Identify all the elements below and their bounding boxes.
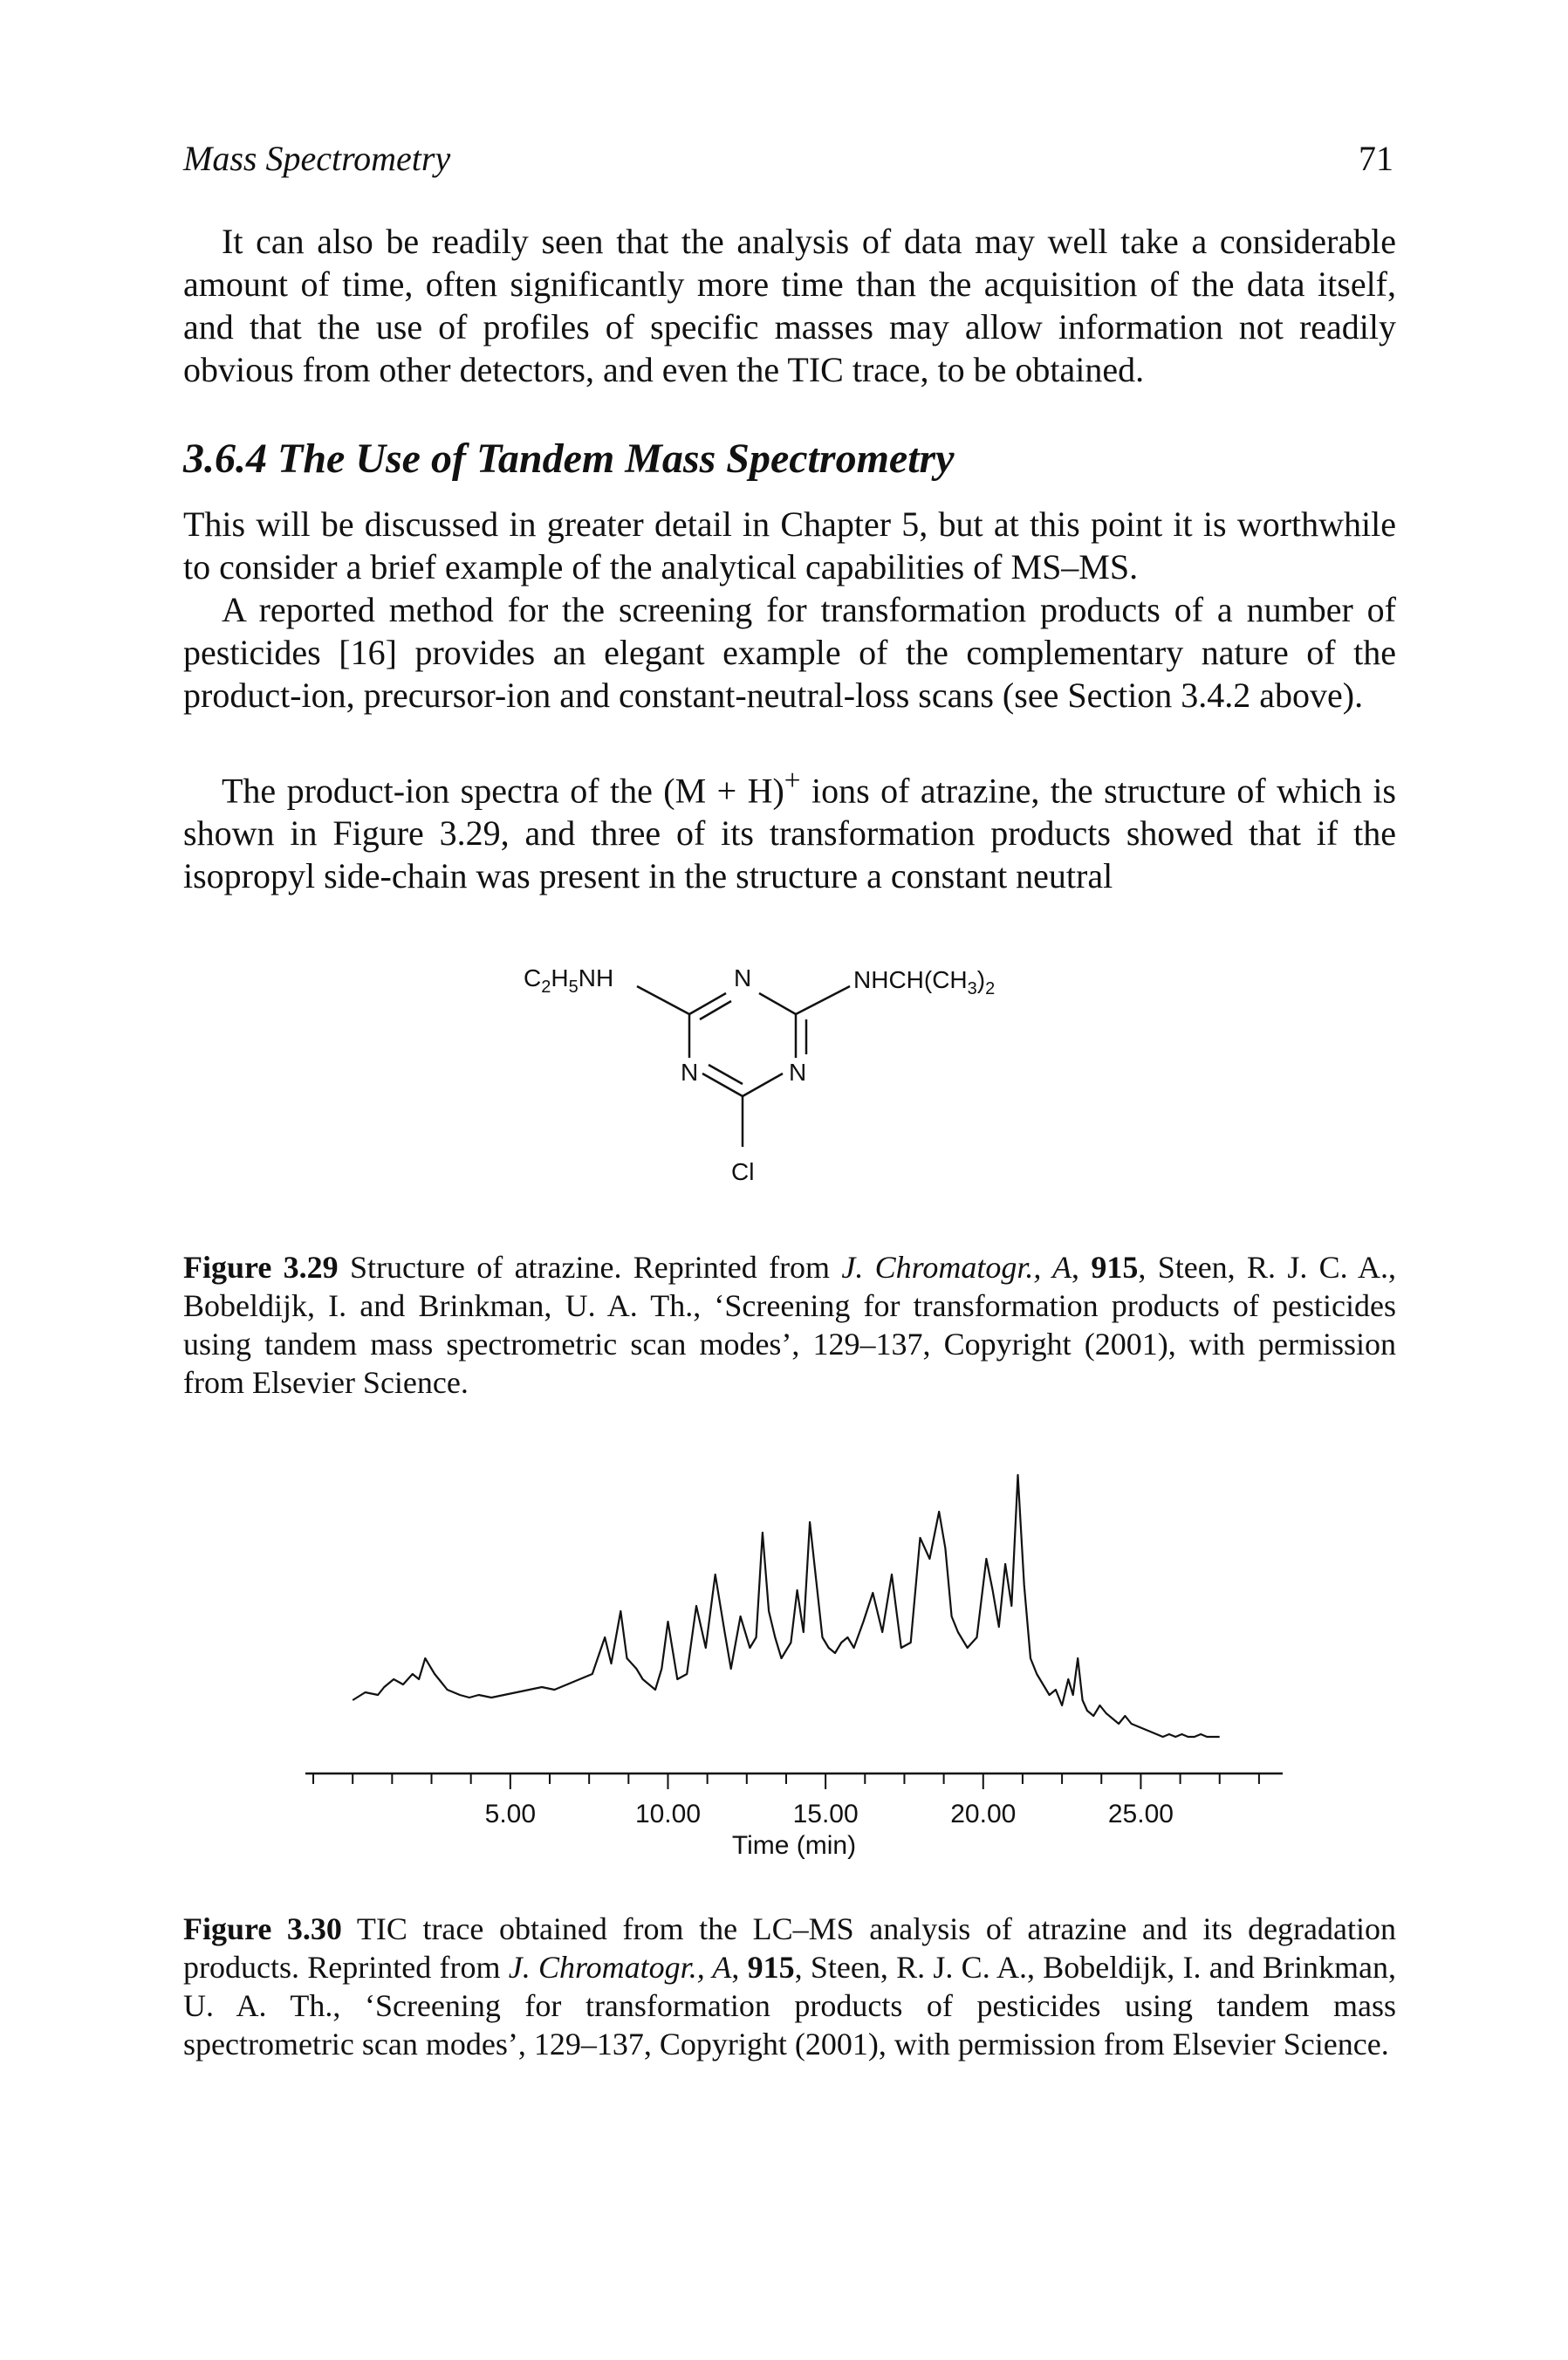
x-tick-label: 25.00 <box>1108 1800 1174 1828</box>
left-substituent-label: C2H5NH <box>524 964 613 997</box>
p4-superscript: + <box>784 765 801 797</box>
x-axis-title: Time (min) <box>732 1831 856 1860</box>
paragraph-section-intro: This will be discussed in greater detail… <box>183 504 1396 587</box>
ring-nitrogen-left: N <box>681 1059 698 1086</box>
running-head-title: Mass Spectrometry <box>183 139 451 178</box>
figure-3-30-label: Figure 3.30 <box>183 1911 342 1946</box>
ring-nitrogen-top: N <box>734 964 751 991</box>
triazine-ring-bonds <box>636 984 851 1147</box>
paragraph-screening-method: A reported method for the screening for … <box>183 590 1396 715</box>
figure-3-29-label: Figure 3.29 <box>183 1250 339 1285</box>
ring-nitrogen-right: N <box>789 1059 806 1086</box>
paragraph-product-ion: The product-ion spectra of the (M + H)+ … <box>183 759 1396 897</box>
x-tick-label: 10.00 <box>635 1800 701 1828</box>
tic-axis: 5.00 10.00 15.00 20.00 25.00 <box>305 1772 1283 1828</box>
atrazine-structure-figure: C2H5NH N NHCH(CH3)2 N N Cl <box>524 964 995 1185</box>
p4-text-after: ions of atrazine, the structure of which… <box>183 771 1397 896</box>
paragraph-intro: It can also be readily seen that the ana… <box>183 222 1396 389</box>
tic-trace <box>352 1473 1220 1739</box>
chlorine-label: Cl <box>731 1158 754 1185</box>
p4-text-before: The product-ion spectra of the (M + H) <box>222 771 784 811</box>
right-substituent-label: NHCH(CH3)2 <box>853 966 995 998</box>
section-heading: 3.6.4 The Use of Tandem Mass Spectrometr… <box>183 436 955 482</box>
x-tick-label: 15.00 <box>793 1800 859 1828</box>
x-tick-label: 20.00 <box>950 1800 1016 1828</box>
x-tick-label: 5.00 <box>485 1800 536 1828</box>
page-number: 71 <box>1359 139 1393 178</box>
tic-trace-line-0 <box>352 1473 1220 1739</box>
tic-trace-chart: 5.00 10.00 15.00 20.00 25.00 Time (min) <box>305 1473 1283 1860</box>
figure-3-29-caption: Figure 3.29 Structure of atrazine. Repri… <box>183 1250 1397 1400</box>
figure-3-30-caption: Figure 3.30 TIC trace obtained from the … <box>183 1911 1397 2062</box>
